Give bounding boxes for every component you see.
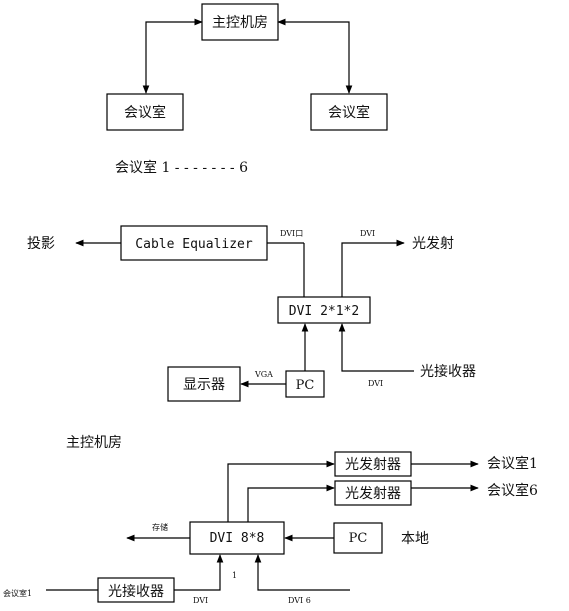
dvi6-label: DVI 6 (288, 596, 311, 605)
meeting-room-range-caption: 会议室 1 - - - - - - - 6 (115, 159, 248, 176)
source-room-label: 会议室1 (3, 588, 32, 598)
optical-tx-label: 光发射 (412, 236, 454, 252)
optical-rx-label: 光接收器 (420, 363, 476, 380)
storage-label: 存储 (152, 522, 168, 532)
section-control-room-wiring: 主控机房 光发射器 光发射器 会议室1 会议室6 DVI 8*8 存储 PC 本… (3, 435, 538, 605)
meeting-room-left-label: 会议室 (124, 104, 166, 121)
optical-tx2-label: 光发射器 (345, 486, 401, 502)
dvi-out-label: DVI (360, 229, 375, 238)
meeting-room-left-box (106, 93, 184, 131)
optical-rx-label: 光接收器 (108, 583, 164, 600)
link-control-to-left-room (142, 18, 203, 94)
section-network-overview: 主控机房 会议室 会议室 会议室 1 - - - - - - - 6 (106, 3, 388, 176)
section-meeting-room-wiring: 投影 Cable Equalizer DVI口 DVI 光发射 DVI 2*1*… (27, 225, 476, 402)
pc-box (285, 370, 325, 398)
control-room-title: 主控机房 (66, 435, 122, 451)
pc-label: PC (296, 378, 315, 393)
arrow-to-optical-tx (341, 239, 405, 297)
optical-tx1-label: 光发射器 (345, 457, 401, 473)
pc-local-label: PC (349, 531, 368, 546)
cable-equalizer-label: Cable Equalizer (135, 237, 253, 252)
dvi-matrix-label: DVI 8*8 (210, 531, 265, 546)
dvi-matrix-box (189, 521, 285, 555)
arrow-rx-to-matrix (174, 554, 224, 591)
control-room-label: 主控机房 (212, 15, 268, 31)
projection-label: 投影 (27, 236, 55, 252)
meeting-room-right-box (310, 93, 388, 131)
dvi-switch-box (277, 296, 371, 324)
arrow-dvi6-to-matrix (254, 554, 350, 591)
arrow-matrix-to-tx1 (227, 460, 335, 522)
arrow-matrix-to-tx2 (247, 484, 335, 522)
pc-local-box (333, 522, 383, 554)
local-label: 本地 (401, 531, 429, 547)
dvi-switch-label: DVI 2*1*2 (289, 304, 359, 319)
link-control-to-right-room (277, 18, 353, 94)
dvi-port-label: DVI口 (280, 229, 303, 238)
room6-label: 会议室6 (487, 482, 538, 499)
room1-label: 会议室1 (487, 455, 538, 472)
optical-tx2-box (334, 480, 412, 506)
input-one-label: 1 (232, 571, 237, 580)
display-label: 显示器 (183, 377, 225, 393)
meeting-room-right-label: 会议室 (328, 104, 370, 121)
vga-label: VGA (254, 370, 273, 379)
dvi1-label: DVI (193, 596, 208, 605)
dvi-in-label: DVI (368, 379, 383, 388)
display-box (167, 366, 241, 402)
arrow-rx-to-switch (338, 323, 414, 372)
